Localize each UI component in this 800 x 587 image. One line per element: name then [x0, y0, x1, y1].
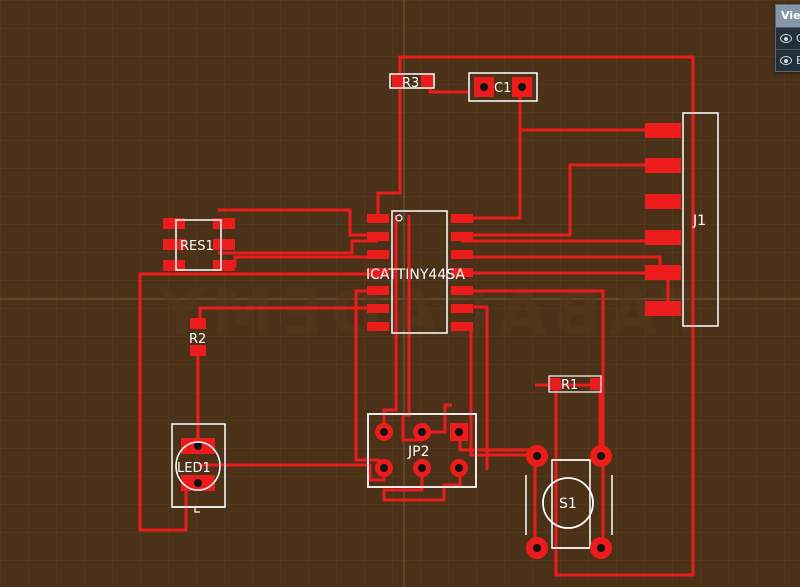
- view-panel: View C B: [775, 4, 800, 72]
- j1-label: J1: [692, 213, 706, 229]
- header-jp2[interactable]: JP2: [367, 413, 477, 488]
- led-led1[interactable]: LED1: [171, 423, 226, 513]
- resistor-r3[interactable]: R3: [389, 73, 435, 91]
- r1-label: R1: [561, 378, 578, 393]
- resonator-res1[interactable]: RES1: [163, 218, 235, 271]
- view-layer-label-1: C: [796, 32, 800, 45]
- ic-label: ICATTINY44SA: [366, 267, 465, 283]
- view-layer-row-2[interactable]: B: [776, 49, 800, 71]
- view-panel-title: View: [776, 5, 800, 27]
- r2-label: R2: [189, 332, 206, 347]
- watermark-text: FABACADEMY: [152, 277, 700, 351]
- view-layer-label-2: B: [796, 54, 800, 67]
- ic-attiny44[interactable]: ICATTINY44SA: [366, 210, 473, 334]
- led1-label: LED1: [177, 461, 211, 476]
- switch-s1[interactable]: S1: [525, 445, 613, 559]
- s1-label: S1: [559, 496, 577, 512]
- capacitor-c1[interactable]: C1: [468, 72, 538, 102]
- eye-icon[interactable]: [780, 56, 792, 65]
- res1-label: RES1: [180, 239, 214, 254]
- resistor-r1[interactable]: R1: [548, 375, 602, 393]
- eye-icon[interactable]: [780, 34, 792, 43]
- c1-label: C1: [494, 81, 511, 96]
- connector-j1[interactable]: J1: [645, 112, 719, 327]
- jp2-label: JP2: [407, 444, 429, 460]
- view-layer-row-1[interactable]: C: [776, 27, 800, 49]
- resistor-r2[interactable]: R2: [189, 318, 206, 356]
- pin1-marker: [395, 214, 403, 222]
- r3-label: R3: [402, 76, 419, 91]
